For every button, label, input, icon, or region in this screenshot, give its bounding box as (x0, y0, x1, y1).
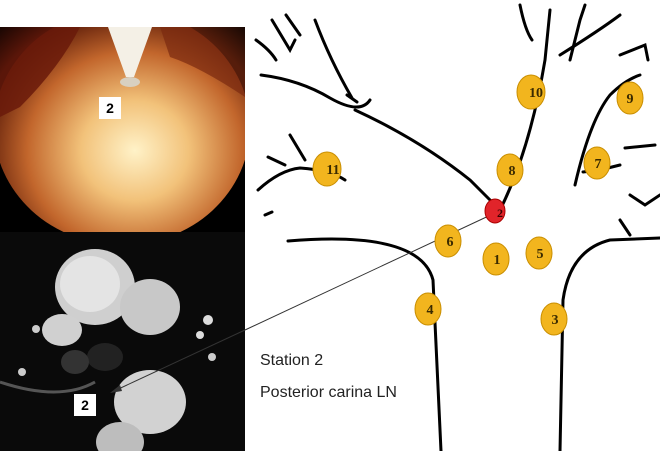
left-carina-wall (355, 110, 500, 210)
left-lower-twig-3 (265, 212, 272, 215)
station-3-label: 3 (552, 313, 559, 328)
station-7-label: 7 (595, 157, 602, 172)
station-11: 11 (313, 152, 341, 186)
left-upper-branch-2 (315, 20, 352, 98)
station-2: 2 (485, 199, 505, 223)
station-2-label: 2 (497, 206, 503, 220)
station-4-label: 4 (427, 303, 434, 318)
station-11-label: 11 (326, 163, 339, 178)
left-twig-1 (256, 40, 276, 60)
station-7: 7 (584, 147, 610, 179)
left-upper-branch (261, 75, 370, 107)
station-5: 5 (526, 237, 552, 269)
caption-station: Station 2 (260, 352, 323, 370)
left-bronchus-wall (288, 239, 441, 451)
station-8-label: 8 (509, 164, 516, 179)
caption-description: Posterior carina LN (260, 384, 397, 402)
station-1-label: 1 (494, 253, 501, 268)
station-1: 1 (483, 243, 509, 275)
station-6-label: 6 (447, 235, 454, 250)
right-twig-1 (620, 45, 648, 60)
right-upper-branch (570, 5, 585, 60)
pointer-arrowhead (110, 385, 122, 393)
station-10: 10 (517, 75, 545, 109)
right-bronchus-wall (560, 238, 660, 451)
right-top-branch (520, 5, 532, 40)
station-9-label: 9 (627, 92, 634, 107)
right-mid-twig-2 (625, 145, 655, 148)
left-twig-3 (286, 15, 300, 35)
station-10-label: 10 (529, 86, 543, 101)
station-3: 3 (541, 303, 567, 335)
station-5-label: 5 (537, 247, 544, 262)
station-6: 6 (435, 225, 461, 257)
left-lower-twig (268, 157, 285, 165)
right-upper-branch-2 (560, 15, 620, 55)
right-lower-twig-2 (620, 220, 630, 235)
station-8: 8 (497, 154, 523, 186)
pointer-line-lower (112, 330, 245, 392)
left-lower-twig-2 (290, 135, 305, 160)
station-4: 4 (415, 293, 441, 325)
station-9: 9 (617, 82, 643, 114)
right-lower-twig (630, 195, 660, 205)
